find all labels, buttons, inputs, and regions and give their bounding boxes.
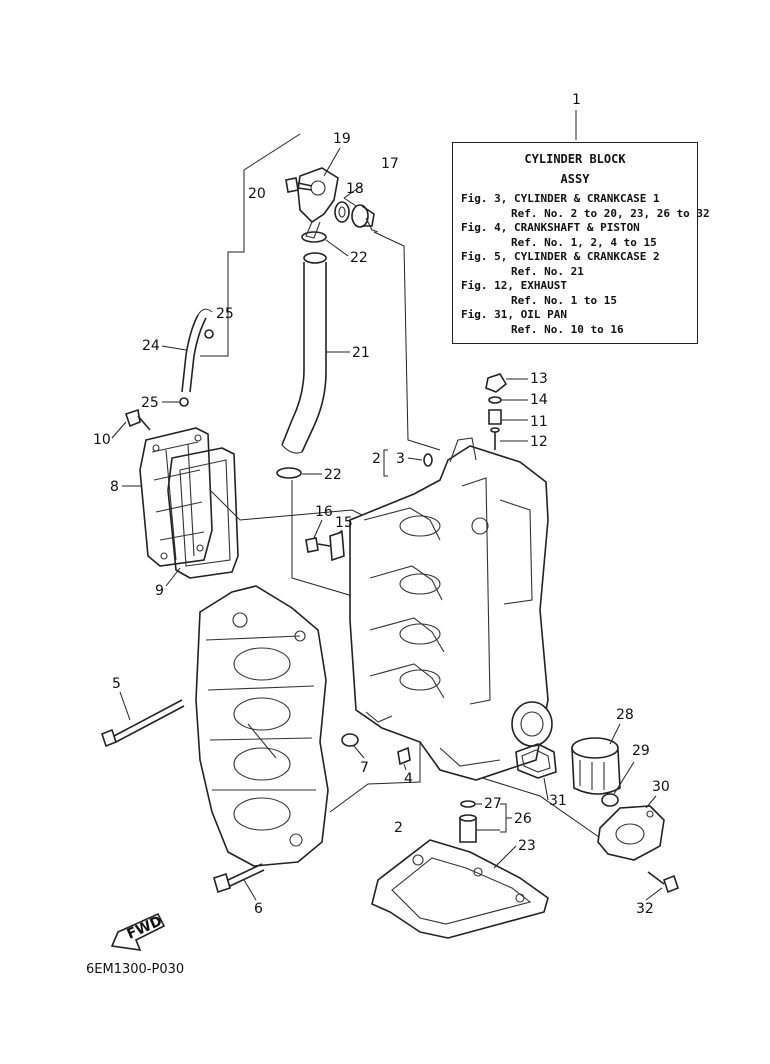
fwd-label: FWD [125,913,165,943]
callout-8: 8 [110,479,119,495]
callout-22-upper: 22 [350,250,368,266]
callout-18: 18 [346,181,364,197]
bolt-10 [124,408,151,431]
pin-4 [397,746,411,766]
callout-11: 11 [530,414,548,430]
legend-line: Ref. No. 10 to 16 [511,322,624,336]
o-ring-22-lower [276,467,302,479]
legend-line: Ref. No. 2 to 20, 23, 26 to 32 [511,206,710,220]
legend-line: Ref. No. 21 [511,264,584,278]
callout-22-lower: 22 [324,467,342,483]
callout-27: 27 [484,796,502,812]
callout-16: 16 [315,504,333,520]
callout-17: 17 [381,156,399,172]
washer-14 [488,396,502,404]
callout-2-upper: 2 [372,451,381,467]
callout-31: 31 [549,793,567,809]
legend-line: Fig. 3, CYLINDER & CRANKCASE 1 [461,192,660,205]
callout-4: 4 [404,771,413,787]
o-ring-27 [460,800,476,808]
clamp-25-lower [179,397,189,407]
legend-subtitle: ASSY [560,171,590,186]
legend-line: Fig. 12, EXHAUST [461,279,567,292]
reference-legend-box: CYLINDER BLOCK ASSY Fig. 3, CYLINDER & C… [452,142,710,344]
callout-7: 7 [360,760,369,776]
callout-15: 15 [335,515,353,531]
bracket-15 [329,530,345,562]
callout-9: 9 [155,583,164,599]
o-ring-7 [341,733,359,747]
water-hose-21 [281,252,327,454]
bolt-5 [101,699,185,748]
bolt-32 [647,871,679,894]
callout-23: 23 [518,838,536,854]
legend-line: Fig. 5, CYLINDER & CRANKCASE 2 [461,250,660,263]
callout-24: 24 [142,338,160,354]
plug-13 [485,373,508,393]
water-outlet-19 [297,167,339,239]
legend-title: CYLINDER BLOCK [524,152,626,166]
bolt-16 [305,537,331,553]
callout-30: 30 [652,779,670,795]
thermostat-17 [351,204,379,233]
legend-line: Fig. 31, OIL PAN [461,308,567,321]
fwd-arrow-icon: FWD [110,912,166,951]
oil-pan-gasket-23 [371,839,549,939]
o-ring-22-upper [301,231,327,243]
gasket-31 [515,743,557,779]
bolt-20 [285,177,313,193]
callout-6: 6 [254,901,263,917]
pin-3 [423,453,433,467]
bolt-12 [490,427,500,450]
callout-13: 13 [530,371,548,387]
callout-25-upper: 25 [216,306,234,322]
drawing-code: 6EM1300-P030 [86,962,185,977]
callout-19: 19 [333,131,351,147]
callout-5: 5 [112,676,121,692]
pipe-26 [459,814,477,843]
callout-10: 10 [93,432,111,448]
callout-28: 28 [616,707,634,723]
callout-3: 3 [396,451,405,467]
callout-26: 26 [514,811,532,827]
seal-29 [601,793,619,807]
legend-line: Ref. No. 1 to 15 [511,293,617,307]
callout-2-lower: 2 [394,820,403,836]
exhaust-gasket-9 [167,447,239,579]
callout-14: 14 [530,392,548,408]
cylinder-head [195,585,329,867]
callout-29: 29 [632,743,650,759]
callout-1: 1 [572,92,581,108]
oil-filter-28 [571,737,621,795]
callout-20: 20 [248,186,266,202]
clamp-25-upper [204,329,214,339]
filter-housing-30 [597,805,665,861]
seal-18 [334,201,350,223]
hose-24 [181,308,213,393]
cylinder-block [349,437,553,781]
anode-11 [488,409,502,425]
callout-21: 21 [352,345,370,361]
bolt-6 [213,863,265,894]
callout-32: 32 [636,901,654,917]
callout-25-lower: 25 [141,395,159,411]
legend-line: Fig. 4, CRANKSHAFT & PISTON [461,221,640,234]
callout-numbers: 1 19 17 18 20 22 25 24 21 13 25 14 10 11… [93,92,670,917]
callout-12: 12 [530,434,548,450]
legend-line: Ref. No. 1, 2, 4 to 15 [511,235,657,249]
exhaust-cover-8 [139,427,213,567]
